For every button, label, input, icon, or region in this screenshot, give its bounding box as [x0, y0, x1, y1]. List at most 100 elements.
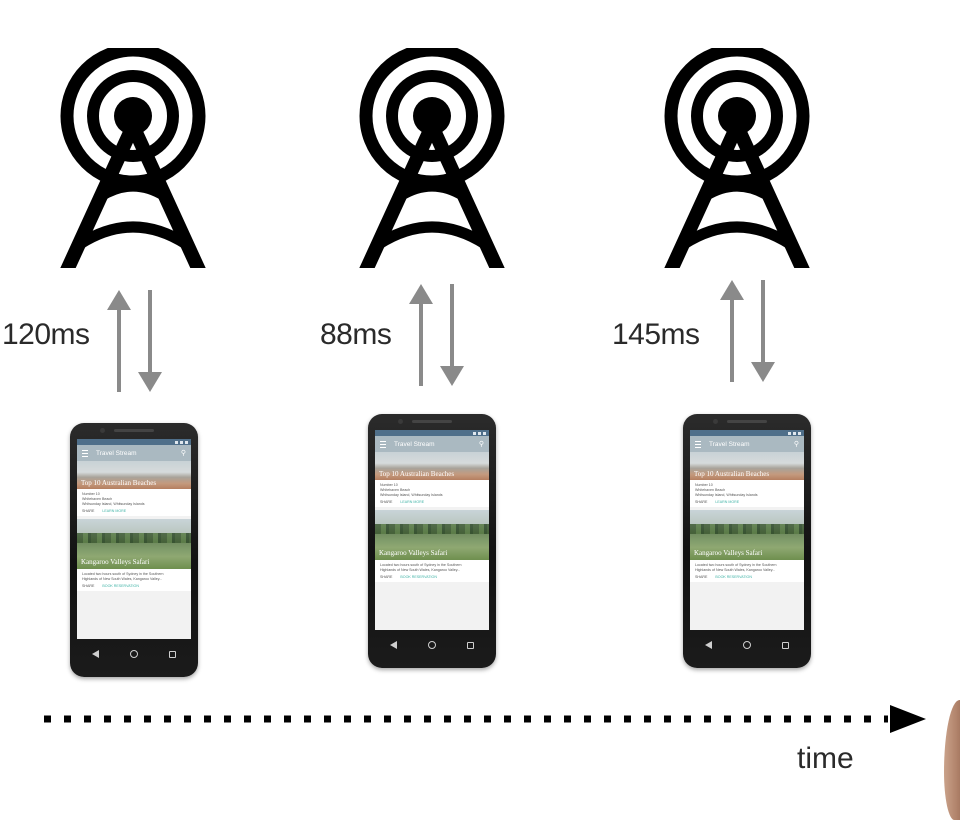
phone-screen: Travel Stream ⚲ Top 10 Australian Beache…	[690, 430, 804, 630]
card-line: Highlands of New South Wales, Kangaroo V…	[380, 568, 461, 572]
timeline-arrow	[44, 705, 926, 733]
latency-label: 145ms	[612, 318, 700, 351]
back-icon[interactable]	[705, 641, 713, 649]
up-arrow-icon	[107, 290, 131, 392]
card-text: Located two hours south of Sydney in the…	[690, 560, 804, 573]
phone: Travel Stream ⚲ Top 10 Australian Beache…	[368, 414, 496, 668]
card: Kangaroo Valleys Safari Located two hour…	[77, 519, 191, 591]
down-arrow-icon	[138, 290, 162, 392]
nav-bar	[375, 630, 489, 660]
down-arrow-icon	[440, 284, 464, 386]
request-response-arrows	[409, 284, 464, 386]
recents-icon[interactable]	[168, 650, 176, 658]
card-text: Number 10 Whitehaven Beach Whitsunday Is…	[77, 489, 191, 507]
card-text: Number 10 Whitehaven Beach Whitsunday Is…	[375, 480, 489, 498]
card-text: Located two hours south of Sydney in the…	[77, 569, 191, 582]
search-icon[interactable]: ⚲	[180, 450, 186, 457]
phone-speaker	[727, 420, 767, 423]
book-reservation-button[interactable]: BOOK RESERVATION	[715, 575, 752, 579]
radio-tower-icon	[359, 48, 505, 268]
recents-icon[interactable]	[781, 641, 789, 649]
status-bar	[690, 430, 804, 436]
app-bar: Travel Stream ⚲	[375, 436, 489, 452]
home-icon[interactable]	[129, 650, 138, 658]
card-line: Whitehaven Beach	[82, 497, 113, 501]
card-actions: SHARE BOOK RESERVATION	[690, 573, 804, 582]
phone-screen: Travel Stream ⚲ Top 10 Australian Beache…	[375, 430, 489, 630]
card-image-caption: Top 10 Australian Beaches	[379, 470, 455, 478]
card-image-caption: Kangaroo Valleys Safari	[81, 558, 150, 566]
radio-tower-icon	[60, 48, 206, 268]
card-image-caption: Top 10 Australian Beaches	[81, 479, 157, 487]
card-image-caption: Kangaroo Valleys Safari	[379, 549, 448, 557]
nav-bar	[690, 630, 804, 660]
card-image-caption: Kangaroo Valleys Safari	[694, 549, 763, 557]
app-bar: Travel Stream ⚲	[77, 445, 191, 461]
learn-more-button[interactable]: LEARN MORE	[715, 500, 740, 504]
cropped-photo-edge	[944, 700, 960, 820]
learn-more-button[interactable]: LEARN MORE	[400, 500, 425, 504]
card-line: Whitsunday Island, Whitsunday Islands	[380, 493, 443, 497]
book-reservation-button[interactable]: BOOK RESERVATION	[102, 584, 139, 588]
card-line: Number 10	[695, 483, 713, 487]
app-title: Travel Stream	[394, 440, 435, 448]
request-response-arrows	[107, 290, 162, 392]
card-text: Number 10 Whitehaven Beach Whitsunday Is…	[690, 480, 804, 498]
card-line: Whitsunday Island, Whitsunday Islands	[695, 493, 758, 497]
card: Top 10 Australian Beaches Number 10 Whit…	[375, 452, 489, 507]
back-icon[interactable]	[92, 650, 100, 658]
card-image: Top 10 Australian Beaches	[375, 452, 489, 480]
card-image: Kangaroo Valleys Safari	[375, 510, 489, 560]
learn-more-button[interactable]: LEARN MORE	[102, 509, 127, 513]
phone: Travel Stream ⚲ Top 10 Australian Beache…	[70, 423, 198, 677]
card-line: Located two hours south of Sydney in the…	[695, 563, 777, 567]
phone-screen: Travel Stream ⚲ Top 10 Australian Beache…	[77, 439, 191, 639]
card-actions: SHARE BOOK RESERVATION	[77, 582, 191, 591]
share-button[interactable]: SHARE	[695, 575, 708, 579]
card-line: Whitsunday Island, Whitsunday Islands	[82, 502, 145, 506]
search-icon[interactable]: ⚲	[793, 441, 799, 448]
share-button[interactable]: SHARE	[380, 575, 393, 579]
card-line: Number 10	[380, 483, 398, 487]
card-line: Highlands of New South Wales, Kangaroo V…	[82, 577, 163, 581]
recents-icon[interactable]	[466, 641, 474, 649]
card-actions: SHARE LEARN MORE	[375, 498, 489, 507]
app-bar: Travel Stream ⚲	[690, 436, 804, 452]
menu-icon[interactable]	[380, 440, 386, 448]
down-arrow-icon	[751, 280, 775, 382]
request-response-arrows	[720, 280, 775, 382]
menu-icon[interactable]	[695, 440, 701, 448]
app-title: Travel Stream	[709, 440, 750, 448]
phone-camera	[713, 419, 718, 424]
arrowhead-icon	[890, 705, 926, 733]
up-arrow-icon	[720, 280, 744, 382]
phone-speaker	[412, 420, 452, 423]
up-arrow-icon	[409, 284, 433, 386]
share-button[interactable]: SHARE	[82, 509, 95, 513]
card-image-caption: Top 10 Australian Beaches	[694, 470, 770, 478]
app-title: Travel Stream	[96, 449, 137, 457]
share-button[interactable]: SHARE	[82, 584, 95, 588]
home-icon[interactable]	[742, 641, 751, 649]
back-icon[interactable]	[390, 641, 398, 649]
card: Kangaroo Valleys Safari Located two hour…	[375, 510, 489, 582]
status-bar	[77, 439, 191, 445]
phone: Travel Stream ⚲ Top 10 Australian Beache…	[683, 414, 811, 668]
home-icon[interactable]	[427, 641, 436, 649]
book-reservation-button[interactable]: BOOK RESERVATION	[400, 575, 437, 579]
share-button[interactable]: SHARE	[380, 500, 393, 504]
card-line: Located two hours south of Sydney in the…	[82, 572, 164, 576]
latency-label: 88ms	[320, 318, 392, 351]
card-line: Whitehaven Beach	[695, 488, 726, 492]
menu-icon[interactable]	[82, 449, 88, 457]
card-line: Number 10	[82, 492, 100, 496]
card-line: Whitehaven Beach	[380, 488, 411, 492]
card-image: Top 10 Australian Beaches	[690, 452, 804, 480]
phone-camera	[100, 428, 105, 433]
status-bar	[375, 430, 489, 436]
card: Top 10 Australian Beaches Number 10 Whit…	[77, 461, 191, 516]
share-button[interactable]: SHARE	[695, 500, 708, 504]
latency-label: 120ms	[2, 318, 90, 351]
card-actions: SHARE LEARN MORE	[690, 498, 804, 507]
search-icon[interactable]: ⚲	[478, 441, 484, 448]
